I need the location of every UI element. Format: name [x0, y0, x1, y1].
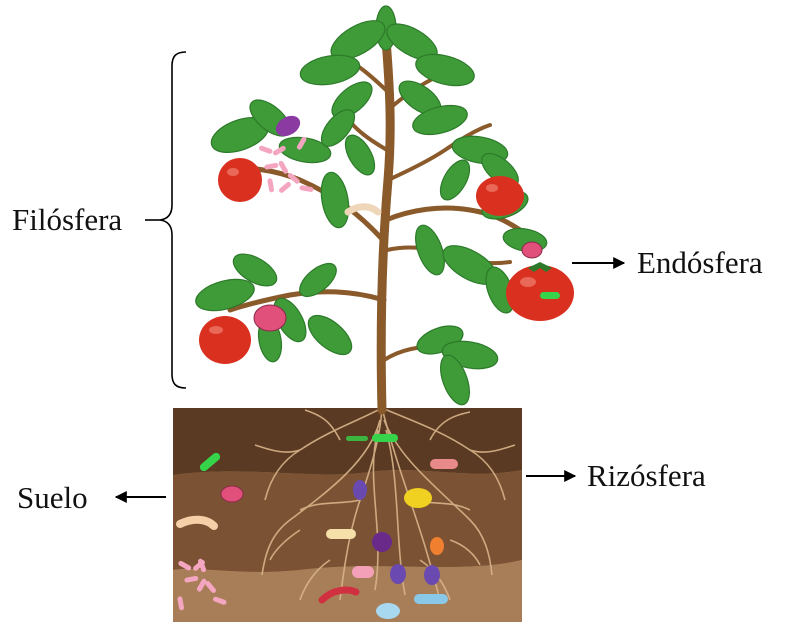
bacteria-icon	[390, 564, 406, 584]
bacteria-icon	[348, 207, 378, 212]
bacteria-icon	[430, 537, 444, 555]
bacteria-icon	[352, 566, 374, 578]
soil-label: Suelo	[17, 480, 88, 515]
bacteria-icon	[522, 242, 542, 258]
bacteria-icon	[430, 459, 458, 469]
bacteria-icon	[540, 292, 560, 299]
bacteria-icon	[372, 532, 392, 552]
tomato-right	[506, 262, 574, 321]
endosphere-label: Endósfera	[637, 245, 763, 280]
curly-brace-icon	[160, 52, 186, 388]
bacteria-icon	[346, 436, 368, 441]
bacteria-icon	[353, 480, 367, 500]
bacteria-icon	[376, 603, 400, 619]
phyllosphere-label: Filósfera	[12, 202, 122, 237]
tomato-upper-right	[476, 176, 524, 216]
tomato-lower-left	[199, 316, 251, 364]
bacteria-icon	[254, 305, 286, 331]
tomato-upper-left	[218, 158, 262, 202]
bacteria-icon	[326, 529, 356, 539]
bacteria-icon	[404, 488, 432, 508]
bacteria-icon	[372, 434, 398, 442]
bacteria-icon	[424, 565, 440, 585]
bacteria-icon	[221, 486, 243, 502]
bacteria-icon	[414, 594, 448, 604]
rhizosphere-label: Rizósfera	[587, 458, 706, 493]
